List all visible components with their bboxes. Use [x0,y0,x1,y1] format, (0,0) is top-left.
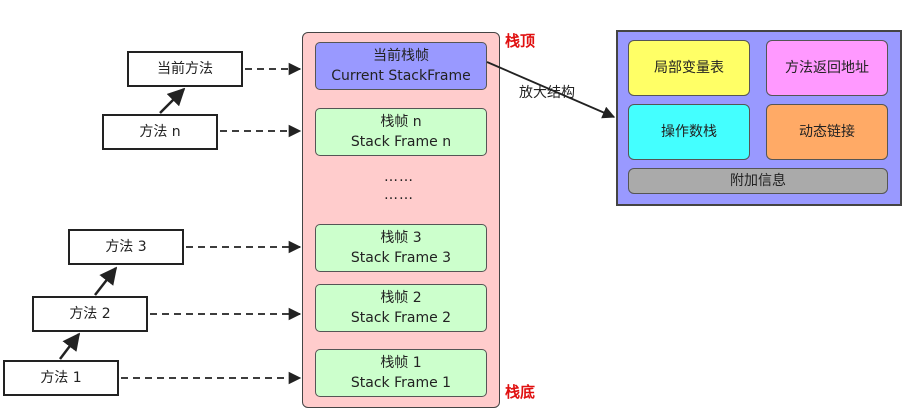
stack-container [302,32,500,408]
frame-1-en: Stack Frame 1 [350,375,452,391]
frame-n-cn: 栈帧 n [380,114,422,130]
ellipsis-1: …… [384,169,414,185]
frame-3-cn: 栈帧 3 [380,230,422,246]
invoke-arrow-2-to-3 [94,266,118,296]
invoke-arrow-1-to-2 [59,332,81,360]
method-2-label: 方法 2 [69,306,111,322]
frame-current: 当前栈帧 Current StackFrame [315,42,487,90]
frame-current-cn: 当前栈帧 [373,48,429,64]
method-current-box: 当前方法 [127,51,243,87]
frame-1: 栈帧 1 Stack Frame 1 [315,349,487,397]
method-current-label: 当前方法 [157,61,213,77]
extra-info-cell: 附加信息 [628,168,888,194]
frame-2-cn: 栈帧 2 [380,290,422,306]
invoke-arrow-n-to-current [159,87,186,114]
return-address-label: 方法返回地址 [785,60,869,76]
method-1-box: 方法 1 [3,360,119,396]
frame-n: 栈帧 n Stack Frame n [315,108,487,156]
zoom-label: 放大结构 [519,85,575,101]
frame-3: 栈帧 3 Stack Frame 3 [315,224,487,272]
frame-n-en: Stack Frame n [350,134,452,150]
dynamic-linking-cell: 动态链接 [766,104,888,160]
method-2-box: 方法 2 [32,296,148,332]
operand-stack-cell: 操作数栈 [628,104,750,160]
frame-3-en: Stack Frame 3 [350,250,452,266]
frame-2-en: Stack Frame 2 [350,310,452,326]
frame-2: 栈帧 2 Stack Frame 2 [315,284,487,332]
stack-top-label: 栈顶 [505,32,536,50]
dynamic-linking-label: 动态链接 [799,124,855,140]
operand-stack-label: 操作数栈 [661,124,717,140]
method-1-label: 方法 1 [40,370,82,386]
local-variables-cell: 局部变量表 [628,40,750,96]
local-variables-label: 局部变量表 [654,60,724,76]
frame-current-en: Current StackFrame [331,68,471,84]
ellipsis-2: …… [384,187,414,203]
return-address-cell: 方法返回地址 [766,40,888,96]
frame-1-cn: 栈帧 1 [380,355,422,371]
extra-info-label: 附加信息 [730,173,786,189]
method-n-box: 方法 n [102,114,218,150]
method-3-label: 方法 3 [105,239,147,255]
stack-bottom-label: 栈底 [505,383,536,401]
method-n-label: 方法 n [139,124,181,140]
method-3-box: 方法 3 [68,229,184,265]
